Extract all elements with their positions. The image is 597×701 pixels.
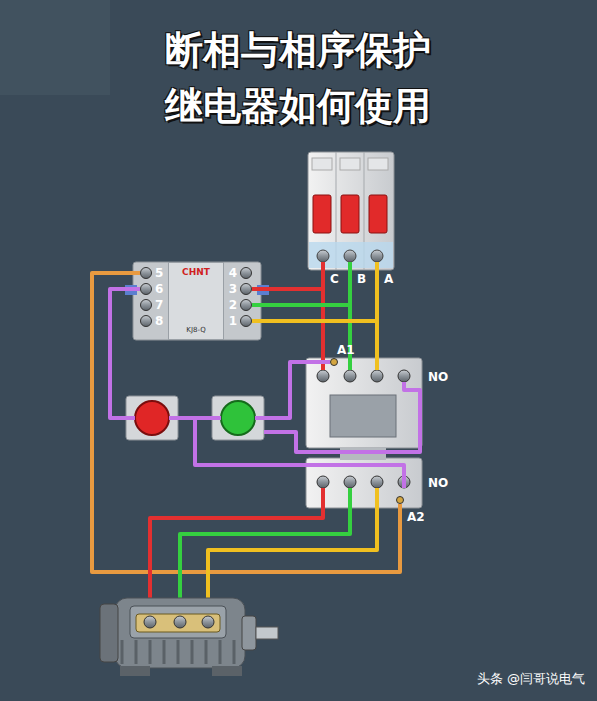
wire-b-relay — [252, 303, 350, 307]
title: 断相与相序保护 继电器如何使用 — [148, 22, 448, 134]
motor-fin — [233, 640, 236, 664]
coil-terminal: A1 — [337, 343, 355, 357]
terminal-number: 5 — [155, 266, 163, 280]
wire-motor-3 — [208, 488, 377, 612]
terminal-number: 2 — [229, 298, 237, 312]
background-decor — [0, 0, 110, 95]
terminal-number: 7 — [155, 298, 163, 312]
wire-a2 — [92, 273, 400, 572]
terminal-number: 6 — [155, 282, 163, 296]
coil-terminal: A2 — [407, 510, 425, 524]
motor-fin — [121, 640, 124, 664]
phase-label: B — [357, 272, 366, 286]
motor-fin — [163, 640, 166, 664]
motor-fin — [149, 640, 152, 664]
wire-c-relay — [252, 287, 323, 291]
wire-control-5 — [264, 382, 420, 452]
motor-fin — [205, 640, 208, 664]
terminal-number: 3 — [229, 282, 237, 296]
motor-fin — [177, 640, 180, 664]
wire-a — [375, 262, 379, 370]
terminal-number: 4 — [229, 266, 237, 280]
relay-face: CHNT KJ8-Q — [168, 262, 224, 340]
model-text: KJ8-Q — [186, 325, 205, 335]
phase-label: A — [384, 272, 393, 286]
watermark: 头条 @闫哥说电气 — [477, 672, 585, 686]
brand-text: CHNT — [182, 267, 210, 277]
motor-fin — [135, 640, 138, 664]
wire-control-4 — [255, 362, 330, 418]
wire-c — [321, 262, 325, 370]
phase-label: C — [330, 272, 339, 286]
motor-fin — [219, 640, 222, 664]
motor-fin — [191, 640, 194, 664]
motor — [100, 598, 278, 676]
contact-label: NO — [428, 370, 448, 384]
wire-a-relay — [252, 319, 377, 323]
terminal-number: 1 — [229, 314, 237, 328]
phase-relay — [125, 262, 269, 340]
contact-label: NO — [428, 476, 448, 490]
circuit-breaker — [308, 152, 394, 270]
terminal-number: 8 — [155, 314, 163, 328]
wire-control-1 — [110, 289, 140, 418]
wires — [92, 262, 420, 612]
